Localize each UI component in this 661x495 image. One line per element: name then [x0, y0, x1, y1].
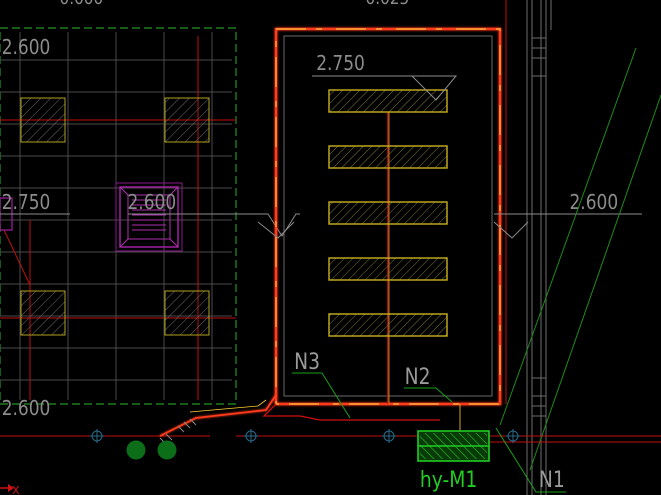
elev-label-room: 2.750	[316, 53, 365, 76]
red-pipe-lines	[0, 36, 236, 400]
elev-label-left-top: 2.600	[2, 37, 51, 60]
right-diagonal-green-2	[529, 94, 661, 471]
left-ceiling-zone: 2.600 2.750 2.600 2.600 0.000	[0, 0, 300, 420]
column-hatch-1	[20, 97, 66, 143]
valve-dot-2[interactable]	[157, 440, 177, 460]
ceiling-diffuser-icon[interactable]	[115, 182, 183, 252]
column-hatch-2	[164, 97, 210, 143]
valve-dot-1[interactable]	[126, 440, 146, 460]
equipment-hy-m1[interactable]	[417, 430, 490, 462]
left-zone-dashed-border	[0, 27, 237, 405]
tag-n1-label: N1	[539, 467, 565, 493]
room-left-pointer	[257, 221, 295, 239]
linear-grille-3[interactable]	[328, 201, 448, 225]
selected-room[interactable]: 2.750	[257, 27, 502, 406]
ucs-axis-icon	[0, 484, 14, 492]
linear-grille-1[interactable]	[328, 89, 448, 113]
axis-x-label: X	[12, 484, 20, 495]
top-mid-fragment-label: 0.025	[366, 0, 410, 8]
tag-n2-label: N2	[405, 364, 431, 390]
linear-grille-5[interactable]	[328, 313, 448, 337]
right-wall-strip	[526, 0, 552, 495]
elevation-symbol-right	[493, 213, 642, 239]
linear-grille-4[interactable]	[328, 257, 448, 281]
elevation-symbol-room	[312, 75, 458, 101]
elev-label-center-mid: 2.600	[128, 192, 177, 215]
tag-leaders	[292, 372, 566, 493]
pipe-marker-group	[90, 429, 520, 443]
linear-grille-2[interactable]	[328, 145, 448, 169]
column-hatch-4	[164, 290, 210, 336]
column-hatch-3	[20, 290, 66, 336]
elev-label-left-mid: 2.750	[2, 192, 51, 215]
bottom-main-pipe	[0, 394, 661, 445]
elev-label-left-bottom: 2.600	[2, 398, 51, 421]
top-left-fragment-label: 0.000	[60, 0, 104, 8]
equipment-tag-label: hy-M1	[420, 467, 477, 493]
right-diagonal-green	[499, 47, 637, 426]
elevation-symbol-center	[128, 213, 300, 237]
tag-n3-label: N3	[294, 349, 320, 375]
